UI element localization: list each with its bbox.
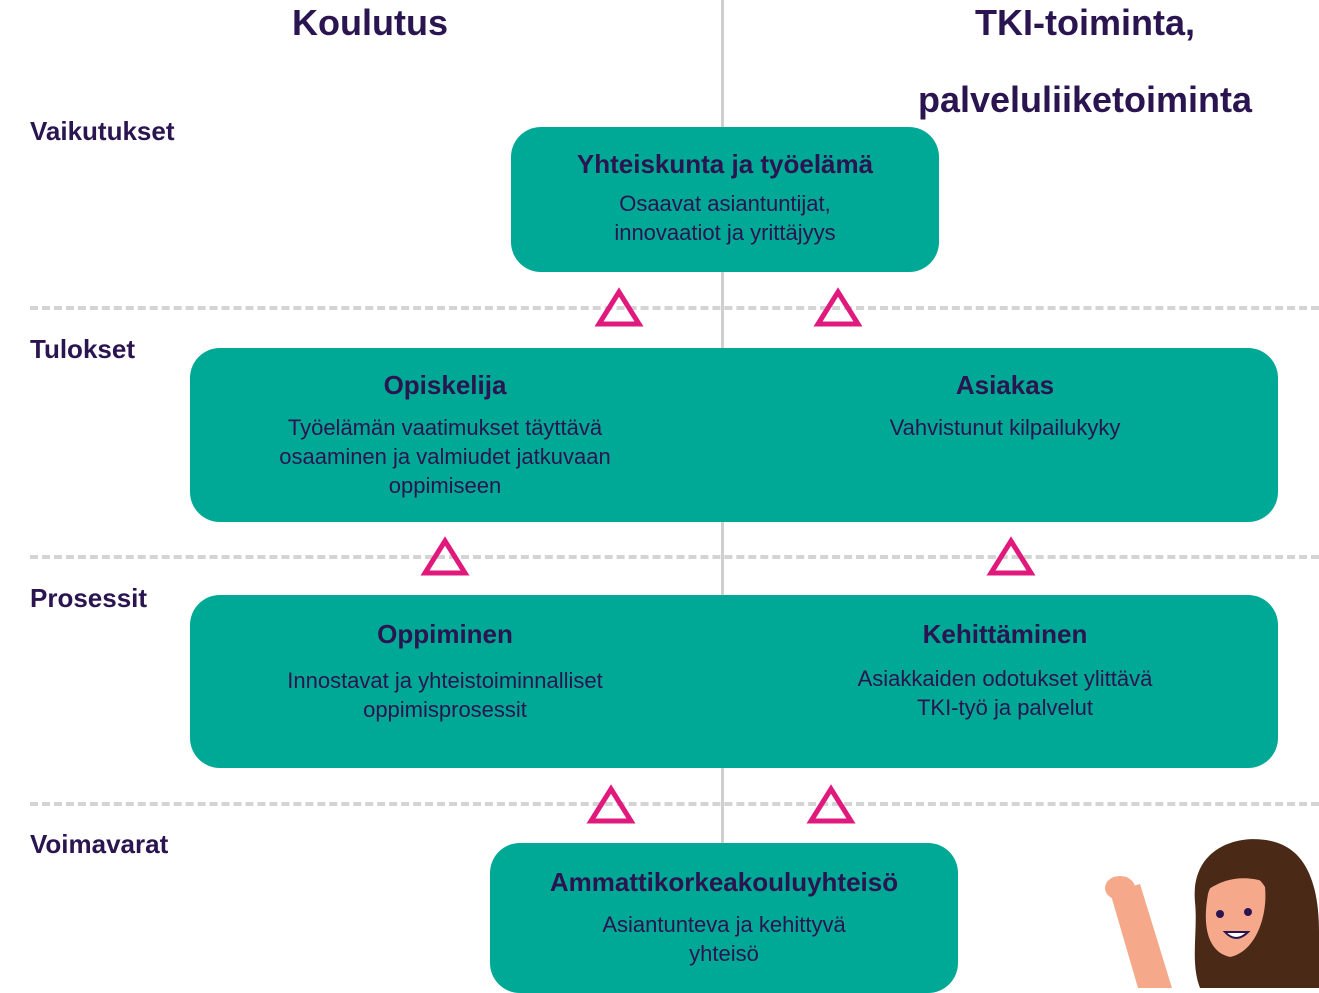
box-customer-line1: Vahvistunut kilpailukyky [889, 415, 1121, 440]
box-learning-line1: Innostavat ja yhteistoiminnalliset [287, 668, 603, 693]
box-learning-line2: oppimisprosessit [363, 697, 527, 722]
box-development-title: Kehittäminen [922, 619, 1088, 649]
box-development-line1: Asiakkaiden odotukset ylittävä [857, 666, 1153, 691]
triangle-arrow-icon [586, 784, 636, 824]
box-results [190, 348, 1278, 522]
row-label-resources: Voimavarat [30, 829, 169, 859]
triangle-arrow-icon [594, 287, 644, 327]
person-waving-illustration [1105, 839, 1319, 988]
column-header-rdi-line2: palveluliiketoiminta [917, 79, 1253, 120]
box-society-line1: Osaavat asiantuntijat, [619, 191, 831, 216]
box-customer-title: Asiakas [955, 370, 1055, 400]
row-divider-results-processes [30, 555, 1319, 559]
box-society [511, 127, 939, 272]
row-divider-processes-resources [30, 802, 1319, 806]
triangle-arrow-icon [813, 287, 863, 327]
triangle-arrow-icon [806, 784, 856, 824]
column-header-rdi-line1: TKI-toiminta, [975, 2, 1195, 43]
box-student-title: Opiskelija [383, 370, 507, 400]
box-community-line2: yhteisö [689, 941, 759, 966]
box-learning-title: Oppiminen [377, 619, 513, 649]
box-processes [190, 595, 1278, 768]
row-label-processes: Prosessit [30, 583, 148, 613]
triangle-arrow-icon [986, 536, 1036, 576]
box-community-line1: Asiantunteva ja kehittyvä [602, 912, 846, 937]
box-community [490, 843, 958, 993]
box-student-line2: osaaminen ja valmiudet jatkuvaan [279, 444, 611, 469]
row-divider-impacts-results [30, 306, 1319, 310]
box-society-title: Yhteiskunta ja työelämä [576, 149, 874, 179]
row-label-impacts: Vaikutukset [30, 116, 175, 146]
row-label-results: Tulokset [30, 334, 135, 364]
triangle-arrow-icon [420, 536, 470, 576]
box-student-line1: Työelämän vaatimukset täyttävä [287, 415, 603, 440]
column-header-education: Koulutus [292, 2, 448, 43]
box-student-line3: oppimiseen [388, 473, 502, 498]
box-society-line2: innovaatiot ja yrittäjyys [614, 220, 836, 245]
box-community-title: Ammattikorkeakouluyhteisö [549, 867, 899, 897]
box-development-line2: TKI-työ ja palvelut [916, 695, 1094, 720]
